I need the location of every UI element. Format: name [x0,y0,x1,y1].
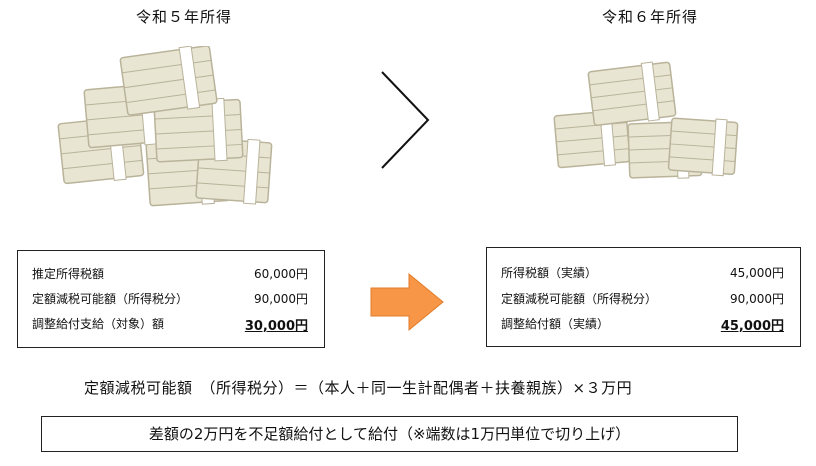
row-label: 推定所得税額 [32,267,105,281]
year-title-left: 令和５年所得 [135,8,232,26]
money-pile-icon [57,46,273,207]
row-value: 90,000円 [254,292,308,306]
info-row: 調整給付支給（対象）額 30,000円 [32,315,308,334]
row-value-emphasized: 45,000円 [720,319,784,334]
row-label: 定額減税可能額（所得税分） [501,292,658,306]
row-value: 45,000円 [730,266,784,280]
info-row: 定額減税可能額（所得税分） 90,000円 [32,290,308,308]
money-pile-icon [553,61,739,179]
row-label: 調整給付額（実績） [501,317,610,331]
greater-than-icon [381,71,430,169]
info-row: 定額減税可能額（所得税分） 90,000円 [501,290,784,308]
row-label: 調整給付支給（対象）額 [32,317,165,331]
right-arrow-icon [370,272,444,332]
info-box-left: 推定所得税額 60,000円 定額減税可能額（所得税分） 90,000円 調整給… [17,250,325,348]
money-stack [553,61,739,179]
row-value-emphasized: 30,000円 [244,319,308,334]
formula-text: 定額減税可能額 （所得税分）＝（本人＋同一生計配偶者＋扶養親族）×３万円 [84,379,633,397]
note-box: 差額の2万円を不足額給付として給付（※端数は1万円単位で切り上げ） [41,416,738,452]
info-row: 推定所得税額 60,000円 [32,265,308,283]
note-text: 差額の2万円を不足額給付として給付（※端数は1万円単位で切り上げ） [148,425,631,443]
row-value: 60,000円 [254,267,308,281]
year-title-right: 令和６年所得 [601,8,698,26]
info-row: 所得税額（実績） 45,000円 [501,264,784,282]
row-value: 90,000円 [730,292,784,306]
info-box-right: 所得税額（実績） 45,000円 定額減税可能額（所得税分） 90,000円 調… [486,247,801,347]
row-label: 定額減税可能額（所得税分） [32,292,189,306]
row-label: 所得税額（実績） [501,266,598,280]
money-stack [57,46,273,207]
info-row: 調整給付額（実績） 45,000円 [501,315,784,334]
